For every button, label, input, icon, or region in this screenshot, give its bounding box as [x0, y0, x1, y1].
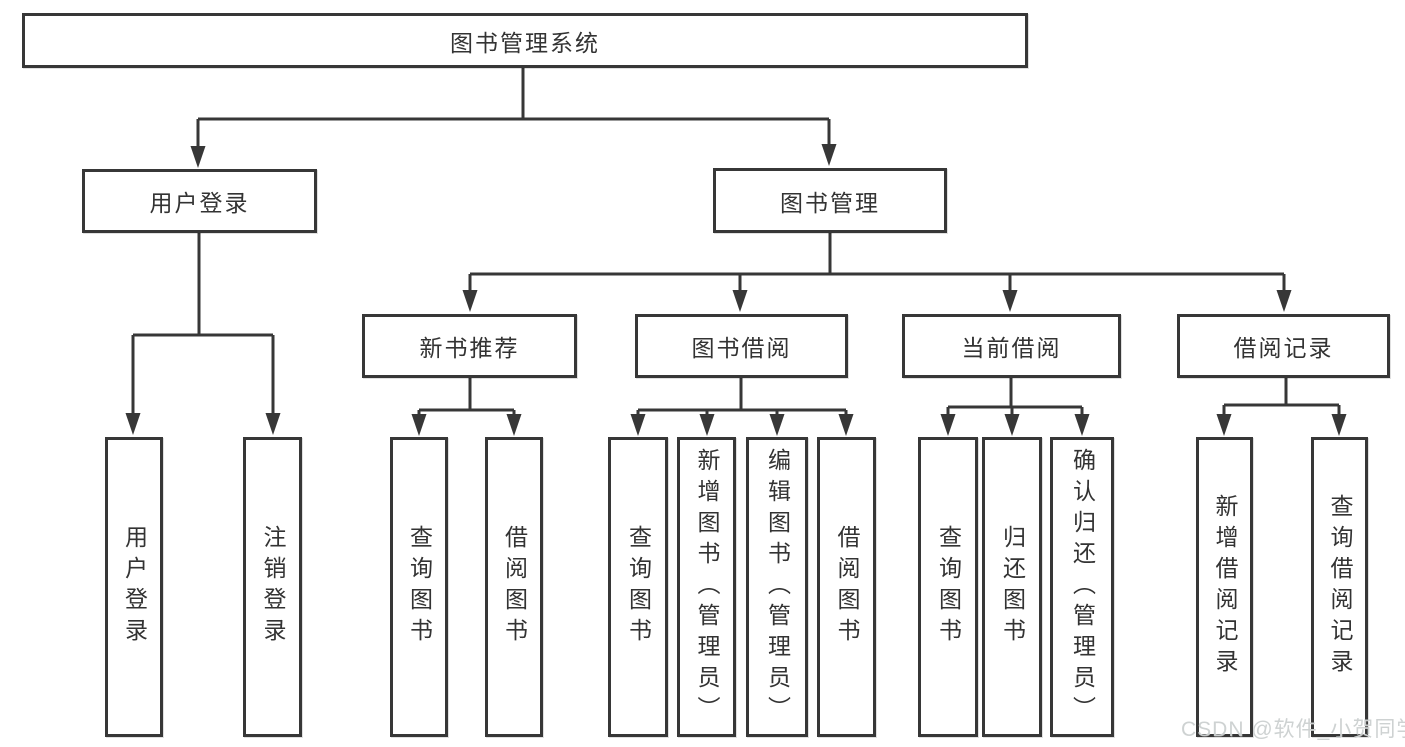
leaf-borrow-books: 借阅图书	[817, 437, 876, 737]
leaf-query-books-current: 查询图书	[918, 437, 978, 737]
leaf-query-borrow-record: 查询借阅记录	[1311, 437, 1368, 737]
node-book-borrowing: 图书借阅	[635, 314, 848, 378]
leaf-logout: 注销登录	[243, 437, 302, 737]
leaf-query-books-borrowing: 查询图书	[608, 437, 668, 737]
leaf-edit-books-admin: 编辑图书（管理员）	[746, 437, 808, 737]
arrowheads	[125, 144, 1347, 436]
leaf-borrow-books-recommend: 借阅图书	[485, 437, 543, 737]
node-new-book-recommend: 新书推荐	[362, 314, 577, 378]
leaf-user-login: 用户登录	[105, 437, 163, 737]
connector-paths	[131, 68, 1341, 414]
node-user-login: 用户登录	[82, 169, 317, 233]
leaf-add-borrow-record: 新增借阅记录	[1196, 437, 1253, 737]
leaf-query-books-recommend: 查询图书	[390, 437, 448, 737]
node-borrow-records: 借阅记录	[1177, 314, 1390, 378]
leaf-add-books-admin: 新增图书（管理员）	[677, 437, 736, 737]
leaf-confirm-return-admin: 确认归还（管理员）	[1050, 437, 1114, 737]
csdn-watermark: CSDN @软件_小贺同学	[1181, 718, 1405, 741]
node-root-system: 图书管理系统	[22, 13, 1028, 68]
leaf-return-books: 归还图书	[982, 437, 1042, 737]
node-book-management: 图书管理	[713, 168, 947, 233]
node-current-borrowing: 当前借阅	[902, 314, 1121, 378]
